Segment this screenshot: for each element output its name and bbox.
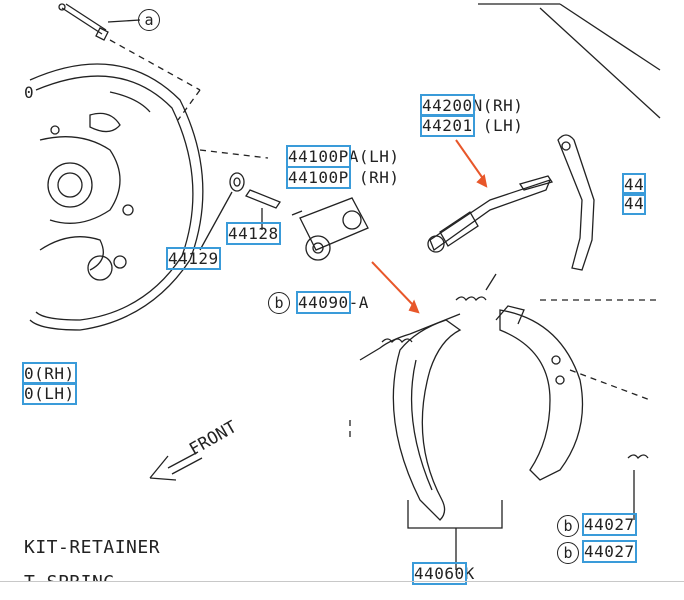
part-44027a-row: 44027 bbox=[582, 513, 637, 536]
part-number-44027-2[interactable]: 44027 bbox=[582, 540, 637, 563]
springs-illustration bbox=[359, 273, 649, 520]
wheel-cylinder-illustration bbox=[291, 197, 369, 261]
part-number-44129[interactable]: 44129 bbox=[166, 247, 221, 270]
callout-b-44090: b bbox=[268, 292, 290, 314]
part-left-rh: 0(RH) bbox=[22, 362, 77, 385]
part-number-44090[interactable]: 44090 bbox=[296, 291, 351, 314]
part-left-lh: 0(LH) bbox=[22, 382, 77, 405]
part-44060-suffix: K bbox=[464, 564, 475, 583]
kit-retainer-label: KIT-RETAINER bbox=[24, 537, 161, 558]
part-44090-suffix: -A bbox=[348, 293, 369, 312]
part-44090-row: 44090-A bbox=[296, 291, 369, 314]
bottom-divider bbox=[0, 581, 684, 582]
orange-arrows bbox=[371, 139, 488, 314]
backing-plate-illustration bbox=[29, 63, 204, 331]
bolt-a-illustration bbox=[58, 3, 141, 41]
part-44201-suffix: (LH) bbox=[472, 116, 524, 135]
adjuster-illustration bbox=[427, 175, 554, 253]
callout-a: a bbox=[138, 9, 160, 31]
part-number-44201[interactable]: 44201 bbox=[420, 114, 475, 137]
part-number-44128[interactable]: 44128 bbox=[226, 222, 281, 245]
brake-shoe-right-illustration bbox=[495, 305, 584, 481]
part-44100b-suffix: (RH) bbox=[348, 168, 400, 187]
part-left-top: 0 bbox=[24, 83, 35, 102]
part-number-44027-1[interactable]: 44027 bbox=[582, 513, 637, 536]
part-number-44200[interactable]: 44200 bbox=[420, 94, 475, 117]
part-44128-row: 44128 bbox=[226, 222, 281, 245]
part-44201-row: 44201 (LH) bbox=[420, 114, 524, 137]
part-44100a-suffix: A(LH) bbox=[348, 147, 400, 166]
dashed-leaders bbox=[109, 39, 660, 440]
part-44060-row: 44060K bbox=[412, 562, 475, 585]
part-number-left-rh[interactable]: 0(RH) bbox=[22, 362, 77, 385]
part-number-44060[interactable]: 44060 bbox=[412, 562, 467, 585]
callout-b-44027-1: b bbox=[557, 515, 579, 537]
part-44100a-row: 44100PA(LH) bbox=[286, 145, 400, 168]
front-arrow-icon bbox=[149, 451, 203, 481]
part-right-top1-row: 44 bbox=[621, 173, 647, 196]
part-number-left-lh[interactable]: 0(LH) bbox=[22, 382, 77, 405]
part-number-44100-rh[interactable]: 44100P bbox=[286, 166, 351, 189]
spring-label: T-SPRING bbox=[24, 574, 115, 582]
part-number-right-top2[interactable]: 44 bbox=[621, 192, 647, 215]
part-44100b-row: 44100P (RH) bbox=[286, 166, 400, 189]
part-44200-suffix: N(RH) bbox=[472, 96, 524, 115]
part-right-top2-row: 44 bbox=[621, 192, 647, 215]
lever-illustration bbox=[557, 134, 595, 271]
brake-shoe-left-illustration bbox=[392, 319, 462, 521]
part-44129-row: 44129 bbox=[166, 247, 221, 270]
part-44200-row: 44200N(RH) bbox=[420, 94, 524, 117]
part-44027b-row: 44027 bbox=[582, 540, 637, 563]
callout-b-44027-2: b bbox=[557, 542, 579, 564]
part-number-right-top1[interactable]: 44 bbox=[621, 173, 647, 196]
part-number-44100-lh[interactable]: 44100P bbox=[286, 145, 351, 168]
